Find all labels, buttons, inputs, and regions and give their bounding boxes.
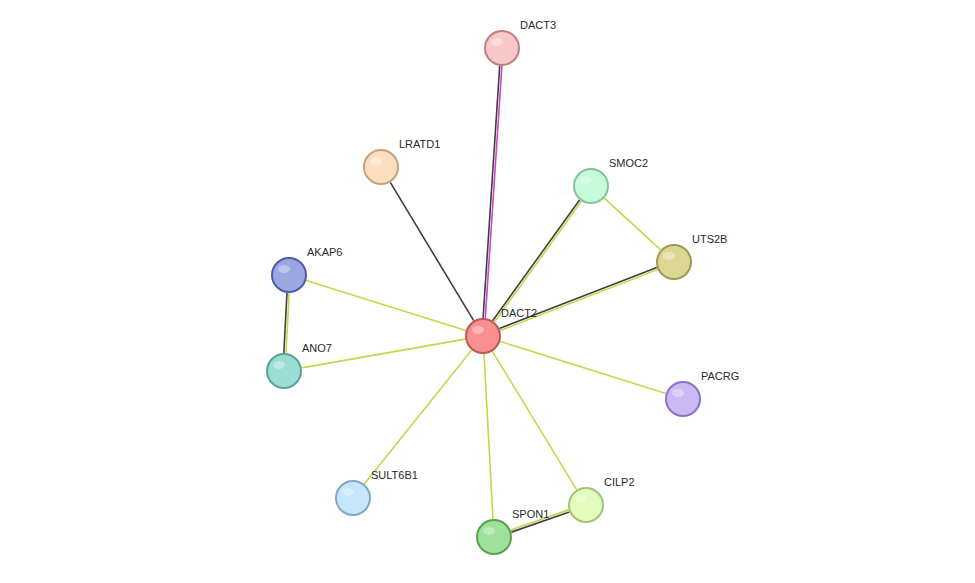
- protein-label: DACT3: [520, 19, 556, 32]
- protein-label: SMOC2: [609, 157, 648, 170]
- protein-node: PACRG: [665, 381, 701, 417]
- interaction-edge: [483, 66, 502, 318]
- interaction-edge: [604, 198, 660, 250]
- node-circle: [364, 150, 398, 184]
- node-circle: [272, 258, 306, 292]
- protein-circle: [476, 519, 512, 555]
- node-circle: [267, 354, 301, 388]
- interaction-edge: [500, 341, 666, 393]
- protein-node: AKAP6: [271, 257, 307, 293]
- protein-circle: [335, 480, 371, 516]
- node-circle: [477, 520, 511, 554]
- protein-node: SMOC2: [573, 168, 609, 204]
- protein-label: ANO7: [302, 342, 332, 355]
- node-circle: [666, 382, 700, 416]
- protein-node: ANO7: [266, 353, 302, 389]
- protein-node: SPON1: [476, 519, 512, 555]
- interaction-edge: [499, 267, 657, 330]
- protein-node: DACT3: [484, 30, 520, 66]
- circle-highlight: [491, 38, 503, 46]
- protein-circle: [568, 487, 604, 523]
- protein-label: LRATD1: [399, 138, 440, 151]
- evidence-line: [483, 66, 500, 318]
- protein-circle: [363, 149, 399, 185]
- evidence-line: [500, 341, 666, 393]
- protein-circle: [465, 318, 501, 354]
- evidence-line: [485, 66, 502, 318]
- protein-circle: [271, 257, 307, 293]
- protein-label: SULT6B1: [371, 469, 418, 482]
- protein-node: CILP2: [568, 487, 604, 523]
- evidence-line: [484, 354, 493, 519]
- circle-highlight: [278, 265, 290, 273]
- protein-node: LRATD1: [363, 149, 399, 185]
- interaction-edge: [492, 351, 576, 489]
- evidence-line: [500, 270, 657, 331]
- interaction-edge: [302, 339, 466, 368]
- protein-circle: [573, 168, 609, 204]
- circle-highlight: [672, 389, 684, 397]
- interaction-edge: [306, 280, 466, 330]
- evidence-line: [492, 351, 576, 489]
- circle-highlight: [663, 252, 675, 260]
- node-circle: [466, 319, 500, 353]
- node-circle: [657, 245, 691, 279]
- protein-label: DACT2: [501, 307, 537, 320]
- circle-highlight: [575, 495, 587, 503]
- node-circle: [569, 488, 603, 522]
- circle-highlight: [342, 488, 354, 496]
- protein-label: AKAP6: [307, 246, 342, 259]
- protein-circle: [484, 30, 520, 66]
- protein-label: SPON1: [512, 508, 549, 521]
- protein-circle: [665, 381, 701, 417]
- evidence-line: [306, 280, 466, 330]
- evidence-line: [390, 182, 473, 320]
- protein-circle: [656, 244, 692, 280]
- protein-label: CILP2: [604, 476, 635, 489]
- evidence-line: [604, 198, 660, 250]
- evidence-line: [302, 339, 466, 368]
- protein-label: PACRG: [701, 370, 739, 383]
- evidence-line: [499, 267, 656, 328]
- evidence-line: [364, 350, 471, 484]
- protein-node: DACT2: [465, 318, 501, 354]
- protein-label: UTS2B: [692, 233, 727, 246]
- interaction-edge: [364, 350, 471, 484]
- circle-highlight: [483, 527, 495, 535]
- circle-highlight: [370, 157, 382, 165]
- node-circle: [485, 31, 519, 65]
- protein-node: UTS2B: [656, 244, 692, 280]
- interaction-edge: [484, 354, 493, 519]
- node-circle: [336, 481, 370, 515]
- protein-node: SULT6B1: [335, 480, 371, 516]
- circle-highlight: [472, 326, 484, 334]
- protein-circle: [266, 353, 302, 389]
- circle-highlight: [580, 176, 592, 184]
- node-circle: [574, 169, 608, 203]
- interaction-edge: [284, 293, 289, 353]
- evidence-line: [284, 293, 287, 353]
- circle-highlight: [273, 361, 285, 369]
- interaction-edge: [390, 182, 473, 320]
